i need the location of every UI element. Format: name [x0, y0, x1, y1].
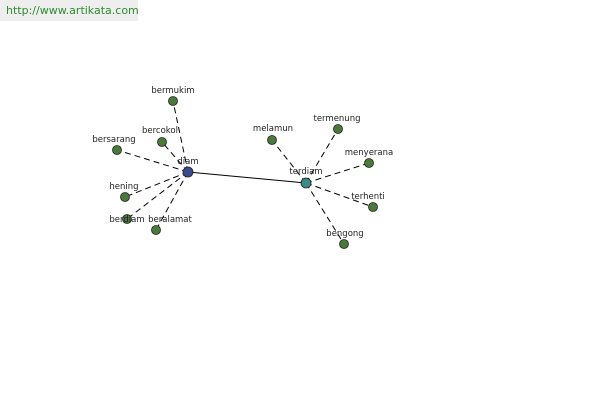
- edge-diam-bersarang: [116, 149, 189, 173]
- node-menyerana[interactable]: [364, 158, 374, 168]
- edge-diam-berdiam: [126, 171, 189, 220]
- edge-diam-hening: [124, 171, 189, 198]
- edge-terdiam-melamun: [271, 139, 307, 184]
- edge-diam-bermukim: [172, 100, 189, 173]
- node-terdiam[interactable]: [300, 177, 312, 189]
- nodes-layer: [112, 96, 378, 249]
- labels-layer: diam terdiam bermukim bersarang bercokol heni…: [92, 86, 393, 239]
- node-beralamat[interactable]: [151, 225, 161, 235]
- url-banner: http://www.artikata.com: [0, 0, 139, 21]
- node-label-beralamat[interactable]: beralamat: [148, 215, 192, 225]
- node-label-menyerana[interactable]: menyerana: [345, 148, 393, 158]
- edge-terdiam-bengong: [305, 182, 345, 245]
- node-label-melamun[interactable]: melamun: [253, 124, 293, 134]
- edge-terdiam-terhenti: [305, 182, 374, 208]
- node-label-diam[interactable]: diam: [177, 157, 198, 167]
- node-label-termenung[interactable]: termenung: [314, 114, 361, 124]
- node-bersarang[interactable]: [112, 145, 122, 155]
- edge-diam-bercokol: [161, 141, 189, 173]
- node-label-terhenti[interactable]: terhenti: [351, 192, 385, 202]
- node-termenung[interactable]: [333, 124, 343, 134]
- node-bermukim[interactable]: [168, 96, 178, 106]
- node-label-bermukim[interactable]: bermukim: [151, 86, 194, 96]
- edge-diam-terdiam: [187, 171, 307, 184]
- node-label-terdiam[interactable]: terdiam: [289, 167, 322, 177]
- edges-layer: [116, 100, 374, 245]
- node-label-bersarang[interactable]: bersarang: [92, 135, 135, 145]
- node-label-hening[interactable]: hening: [109, 182, 138, 192]
- node-terhenti[interactable]: [368, 202, 378, 212]
- node-hening[interactable]: [120, 192, 130, 202]
- url-link[interactable]: http://www.artikata.com: [6, 4, 139, 17]
- node-melamun[interactable]: [267, 135, 277, 145]
- node-berdiam[interactable]: [122, 214, 132, 224]
- node-label-bercokol[interactable]: bercokol: [142, 126, 178, 136]
- node-bengong[interactable]: [339, 239, 349, 249]
- edge-terdiam-termenung: [305, 128, 339, 184]
- node-label-berdiam[interactable]: berdiam: [109, 215, 144, 225]
- edge-terdiam-menyerana: [305, 162, 370, 184]
- node-bercokol[interactable]: [157, 137, 167, 147]
- node-diam[interactable]: [182, 166, 194, 178]
- node-label-bengong[interactable]: bengong: [326, 229, 363, 239]
- edge-diam-beralamat: [155, 171, 189, 231]
